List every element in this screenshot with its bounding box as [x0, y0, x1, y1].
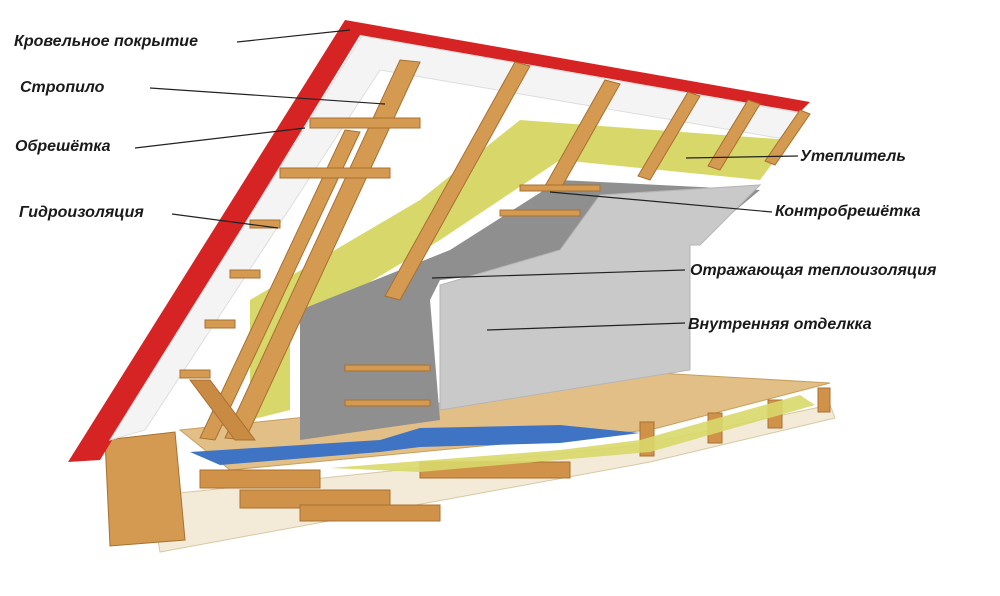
roof-insulation [250, 120, 790, 420]
label-batten: Обрешётка [15, 138, 111, 155]
vapor-barrier-strip [190, 425, 640, 465]
floor-joists [199, 387, 831, 522]
label-rafter: Стропило [20, 79, 105, 96]
leader-lines [134, 29, 799, 331]
label-roofing: Кровельное покрытие [14, 33, 198, 50]
label-waterproofing: Гидроизоляция [19, 204, 144, 221]
label-counter-batten: Контробрешётка [775, 203, 921, 220]
label-reflective-insulation: Отражающая теплоизоляция [690, 262, 937, 279]
floor-insulation [330, 395, 815, 472]
end-beam [104, 431, 186, 547]
roof-covering [68, 20, 810, 462]
diagonal-brace [189, 379, 256, 441]
rafters [199, 59, 811, 441]
battens [179, 117, 601, 407]
label-insulation: Утеплитель [800, 148, 906, 165]
interior-finish-panel [439, 184, 762, 411]
label-interior-finish: Внутренняя отделкка [688, 316, 872, 333]
